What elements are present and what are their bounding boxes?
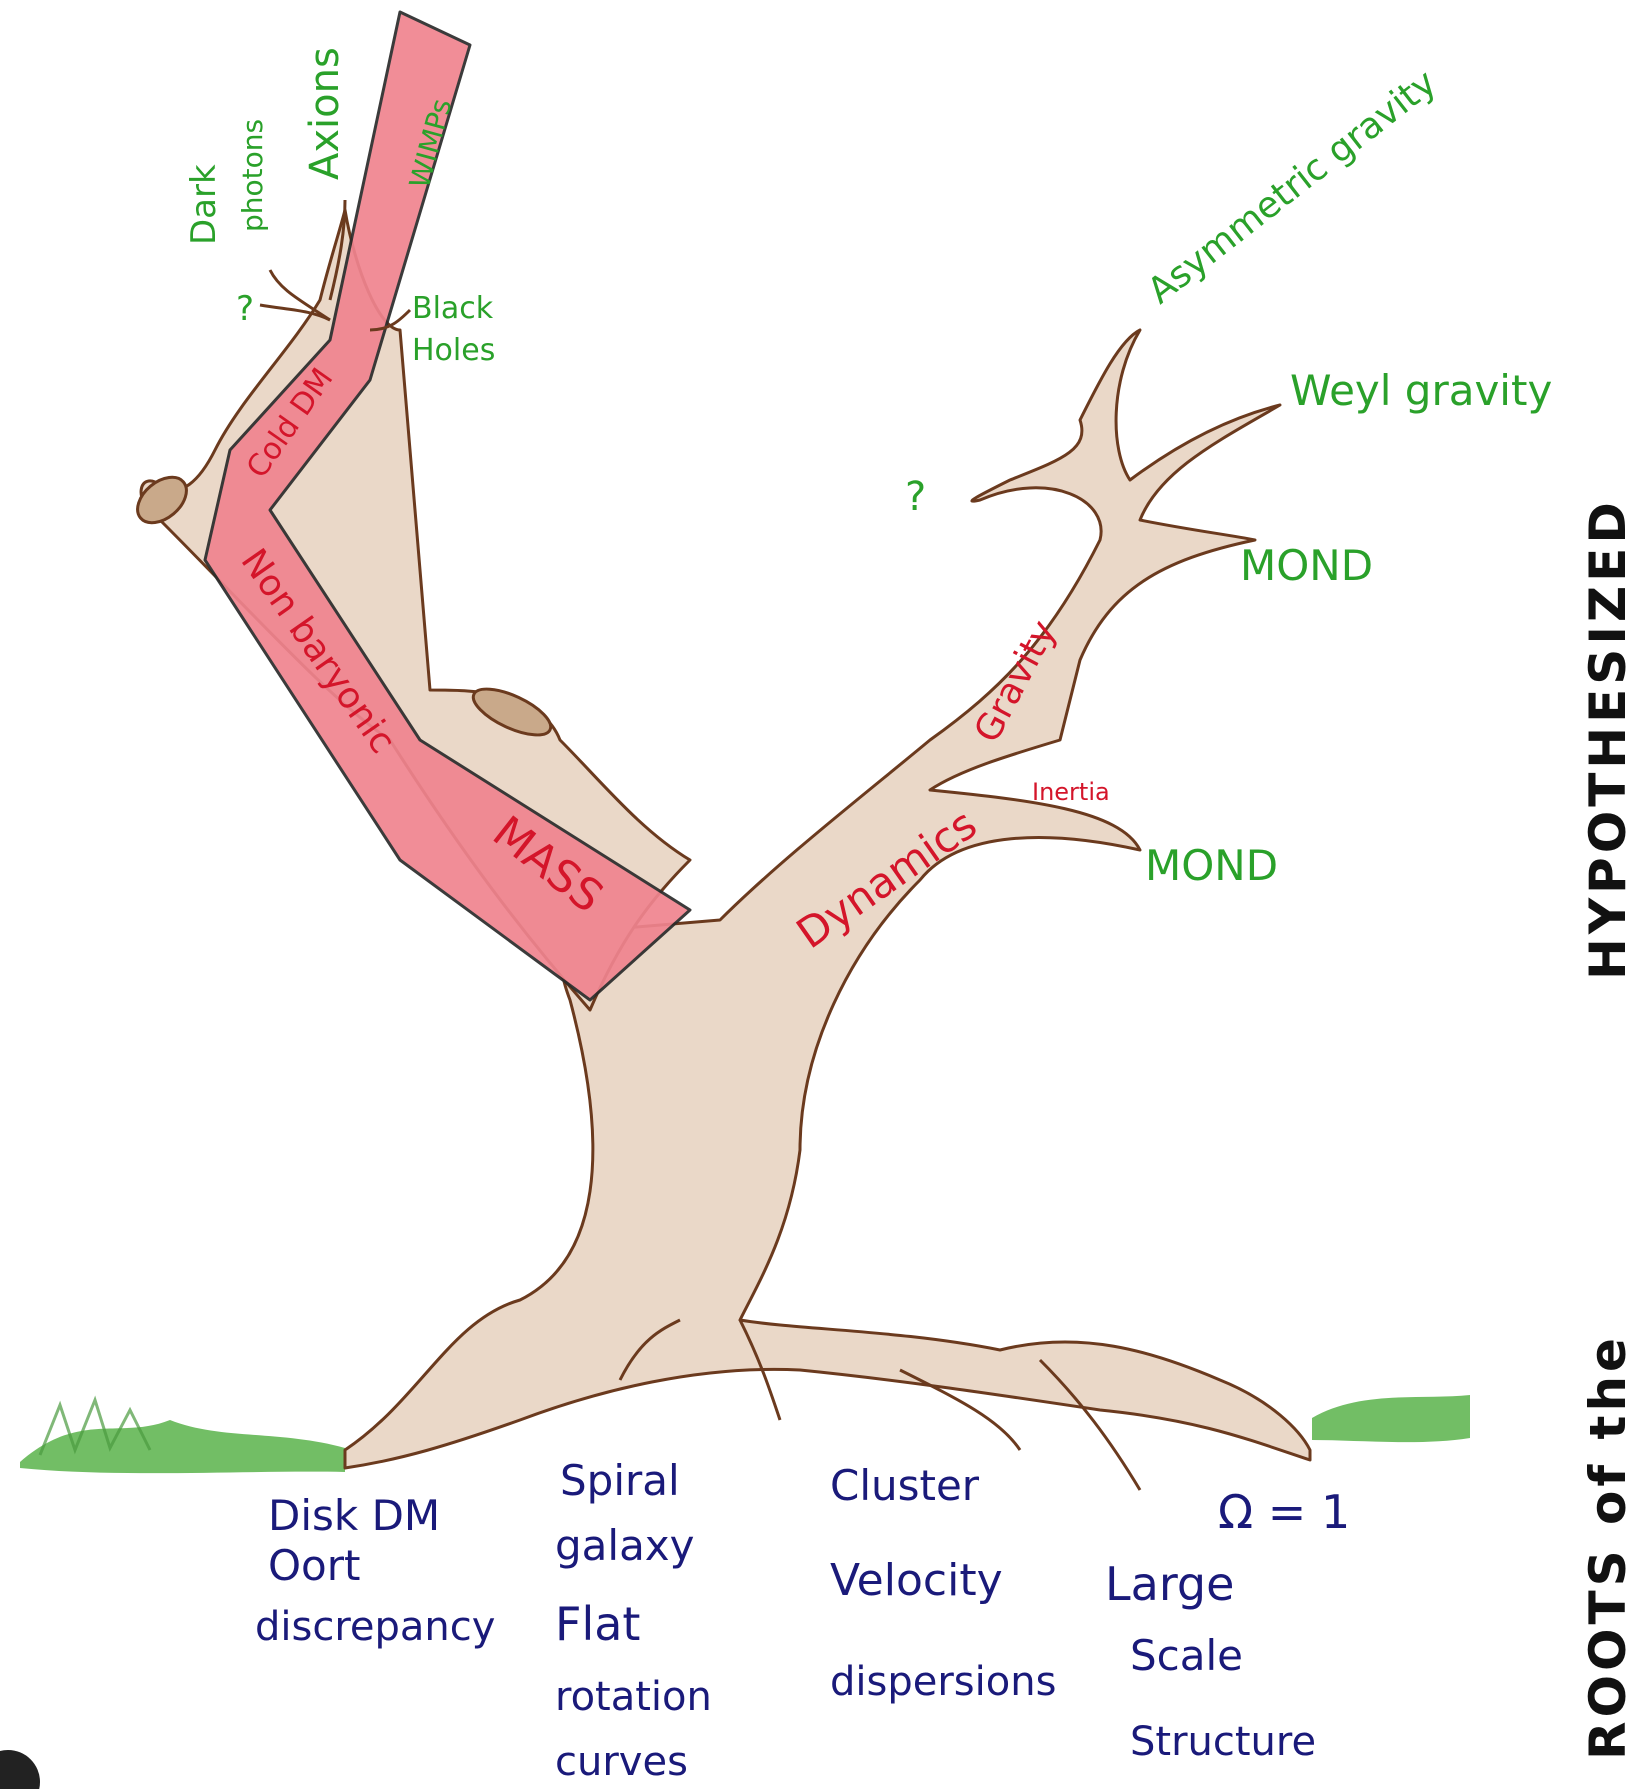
root-omega: Ω = 1 xyxy=(1218,1485,1350,1539)
root-spiral-line4: rotation xyxy=(555,1674,712,1720)
root-disk-dm-line1: Disk DM xyxy=(268,1491,440,1540)
label-question-left: ? xyxy=(236,289,254,329)
grass-left xyxy=(20,1400,345,1473)
root-cluster-line2: Velocity xyxy=(830,1555,1003,1606)
root-large-line3: Structure xyxy=(1130,1719,1316,1765)
root-spiral-line1: Spiral xyxy=(560,1456,680,1505)
label-asymmetric-gravity: Asymmetric gravity xyxy=(1140,62,1444,312)
label-photons: photons xyxy=(236,119,269,232)
label-mond-upper: MOND xyxy=(1240,541,1373,590)
root-disk-dm-line2: Oort xyxy=(268,1541,361,1590)
root-cluster: Cluster Velocity dispersions xyxy=(830,1461,1056,1705)
root-spiral-galaxy: Spiral galaxy Flat rotation curves xyxy=(555,1456,712,1785)
label-dark: Dark xyxy=(184,164,224,245)
label-inertia: Inertia xyxy=(1032,778,1110,806)
label-axions: Axions xyxy=(302,47,348,180)
label-black: Black xyxy=(412,291,494,326)
label-holes: Holes xyxy=(412,333,495,368)
label-mond-lower: MOND xyxy=(1145,841,1278,890)
side-text-roots-of-the: ROOTS of the xyxy=(1579,1334,1632,1760)
label-weyl-gravity: Weyl gravity xyxy=(1290,366,1552,415)
side-text-hypothesized: HYPOTHESIZED xyxy=(1579,498,1632,980)
grass-right xyxy=(1312,1395,1470,1442)
root-large-scale: Large Scale Structure xyxy=(1105,1557,1316,1765)
root-spiral-line5: curves xyxy=(555,1739,688,1785)
root-large-line1: Large xyxy=(1105,1557,1234,1611)
root-large-line2: Scale xyxy=(1130,1631,1243,1680)
root-cluster-line1: Cluster xyxy=(830,1461,980,1510)
root-disk-dm-line3: discrepancy xyxy=(255,1604,495,1650)
root-disk-dm: Disk DM Oort discrepancy xyxy=(255,1491,495,1650)
root-spiral-line2: galaxy xyxy=(555,1521,695,1570)
root-spiral-line3: Flat xyxy=(555,1597,640,1651)
root-cluster-line3: dispersions xyxy=(830,1659,1056,1705)
corner-dot-icon xyxy=(0,1750,40,1789)
label-question-right: ? xyxy=(905,474,926,520)
